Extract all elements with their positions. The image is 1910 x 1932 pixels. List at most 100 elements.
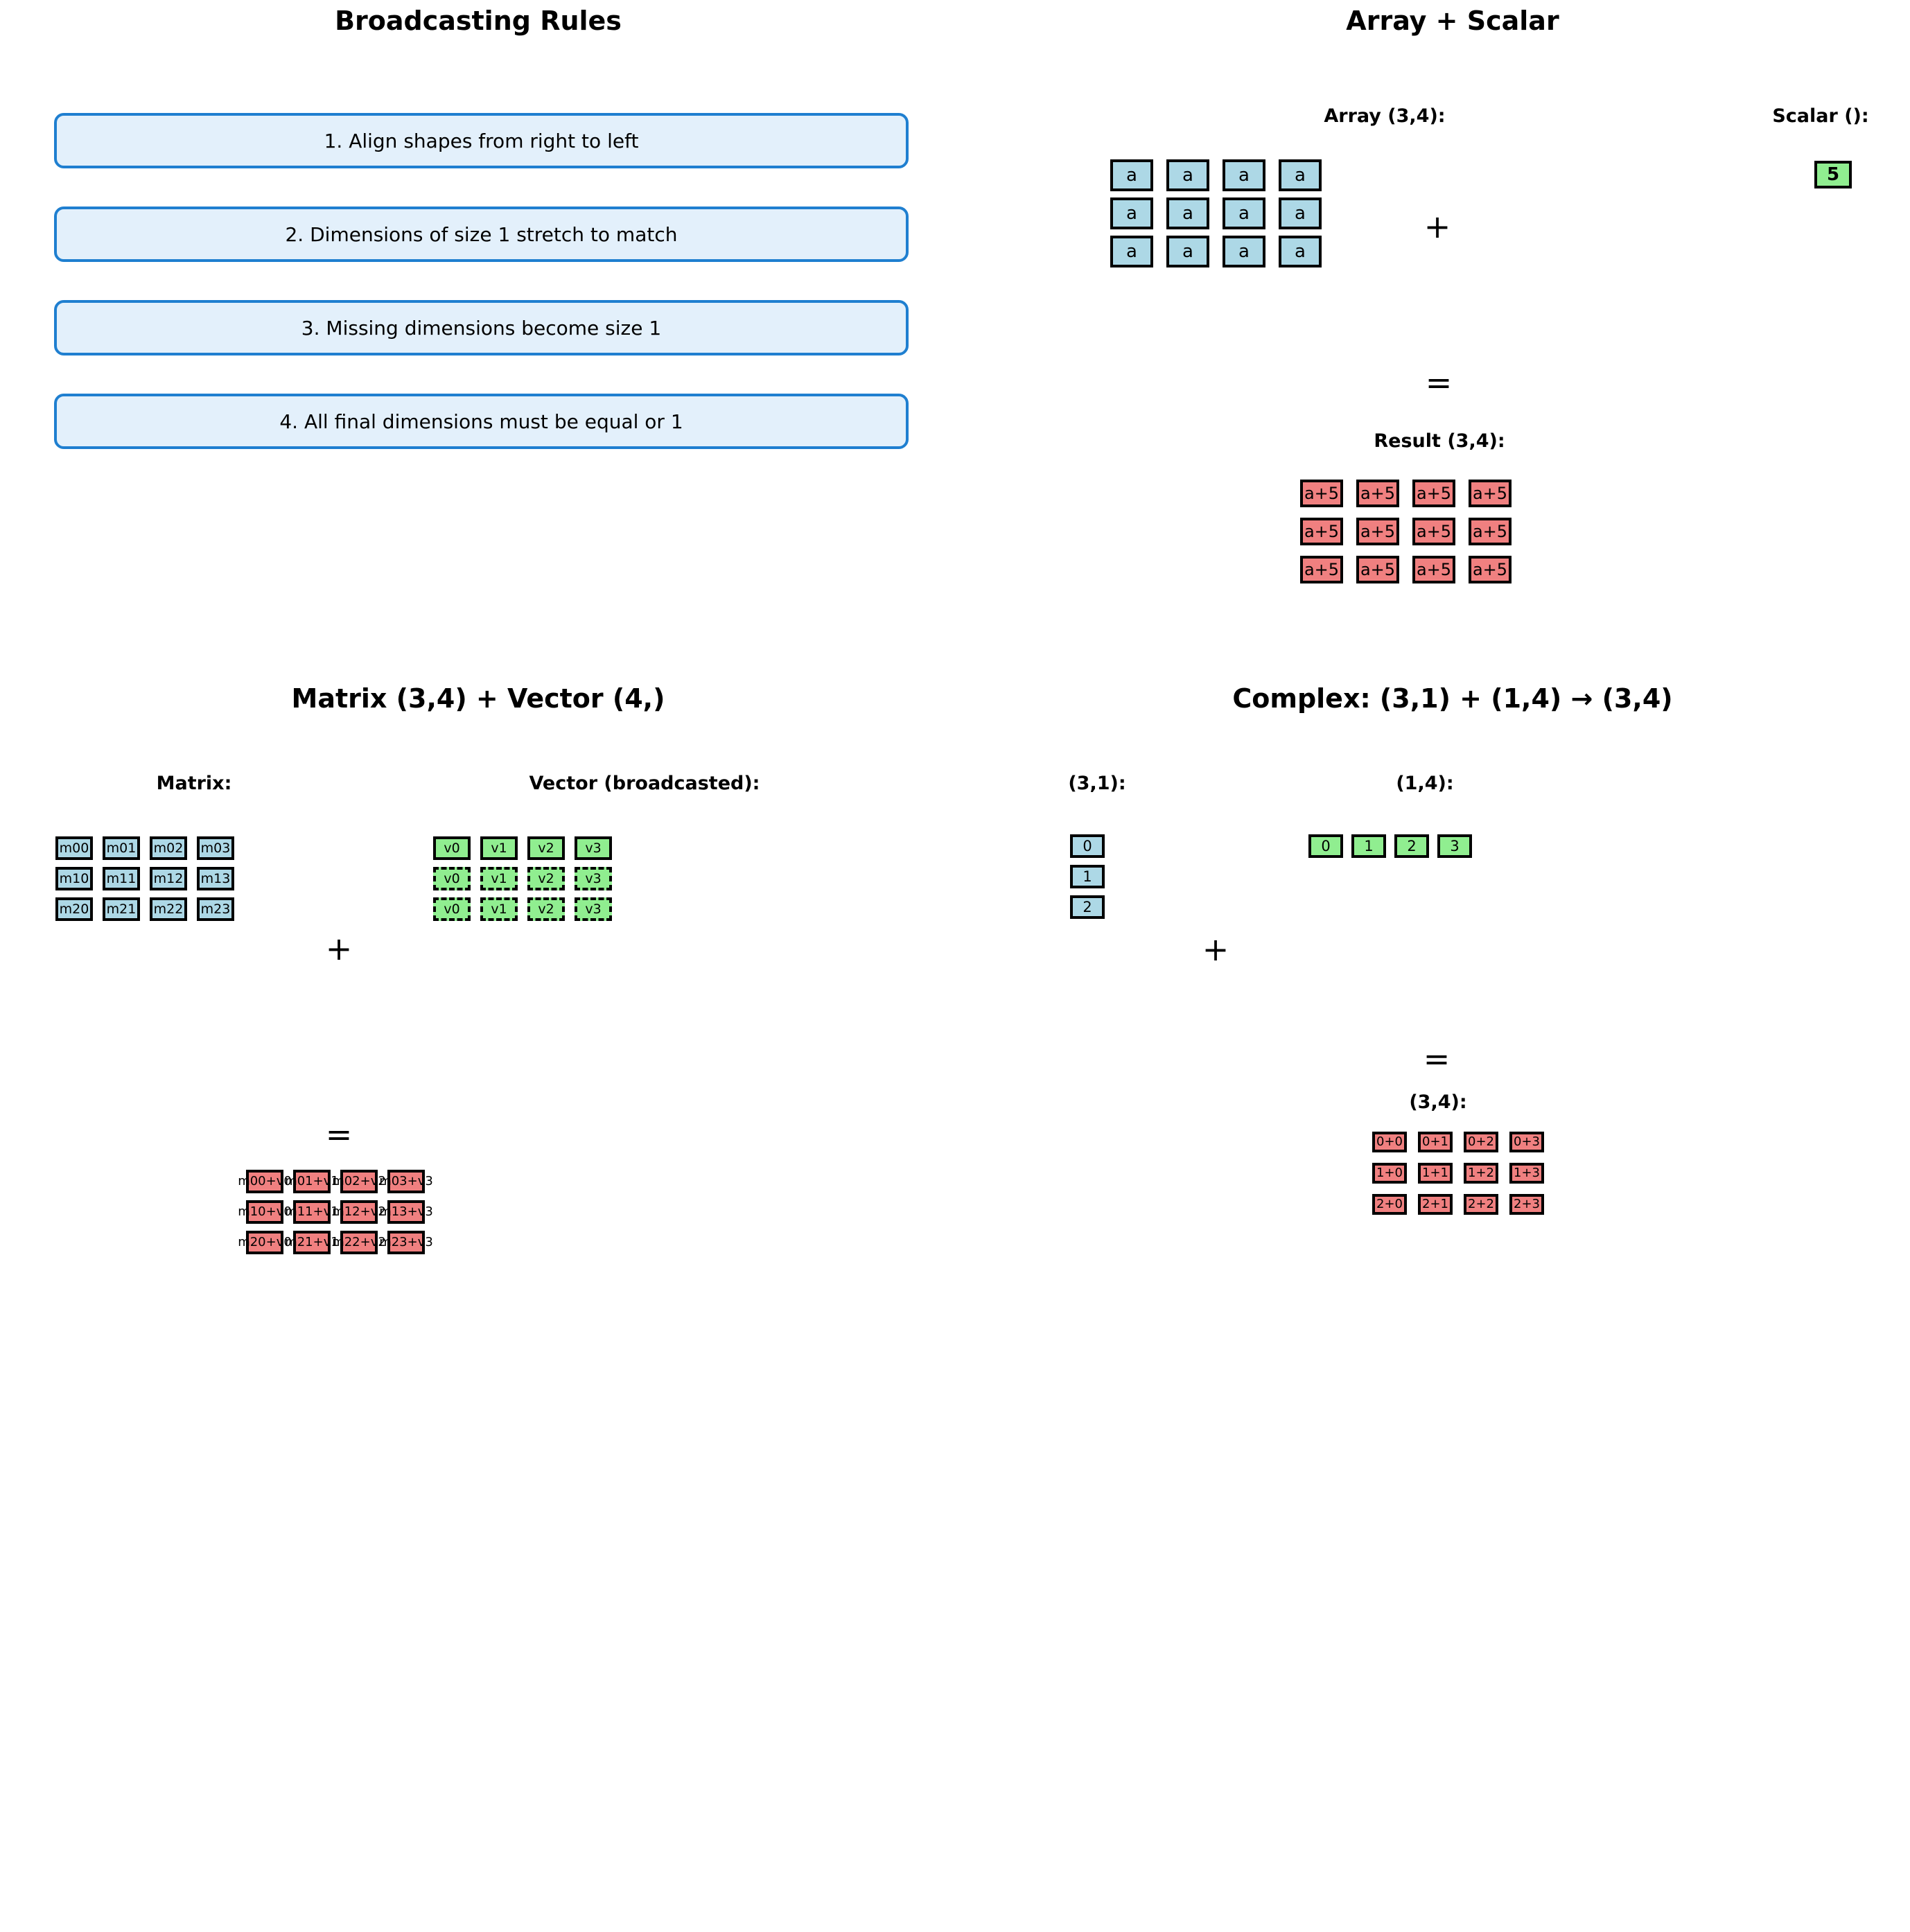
rule-box-2[interactable]: 2. Dimensions of size 1 stretch to match bbox=[54, 207, 909, 262]
label-result-shape: Result (3,4): bbox=[1374, 430, 1505, 452]
operator-plus-matrix-vector: + bbox=[325, 930, 353, 967]
result-cell: m21+v1 bbox=[285, 1231, 339, 1254]
panel-title-array-scalar: Array + Scalar bbox=[1346, 6, 1559, 36]
panel-title-broadcasting-rules: Broadcasting Rules bbox=[335, 6, 622, 36]
result-cell: m23+v3 bbox=[379, 1231, 433, 1254]
result-cell: a+5 bbox=[1412, 518, 1455, 545]
array-cell: a bbox=[1223, 159, 1265, 191]
vector-cell-broadcast: v1 bbox=[480, 897, 518, 921]
result-cell: m20+v0 bbox=[238, 1231, 292, 1254]
col-cell: 2 bbox=[1070, 895, 1105, 919]
matrix-cell: m11 bbox=[103, 867, 140, 890]
grid-result-3x4: a+5 a+5 a+5 a+5 a+5 a+5 a+5 a+5 a+5 a+5 … bbox=[1300, 480, 1529, 590]
label-array-shape: Array (3,4): bbox=[1324, 105, 1446, 127]
panel-complex-broadcast: Complex: (3,1) + (1,4) → (3,4) (3,1): (1… bbox=[955, 678, 1910, 1356]
rule-box-4[interactable]: 4. All final dimensions must be equal or… bbox=[54, 394, 909, 449]
result-cell: m11+v1 bbox=[285, 1200, 339, 1224]
scalar-cell: 5 bbox=[1814, 161, 1852, 188]
operator-equals-complex: = bbox=[1423, 1040, 1451, 1078]
result-cell: m13+v3 bbox=[379, 1200, 433, 1224]
grid-matrix-3x4: m00 m01 m02 m03 m10 m11 m12 m13 m20 m21 … bbox=[55, 836, 240, 921]
array-cell: a bbox=[1223, 236, 1265, 267]
grid-scalar: 5 bbox=[1814, 161, 1857, 193]
rule-box-1[interactable]: 1. Align shapes from right to left bbox=[54, 113, 909, 168]
result-cell: 1+0 bbox=[1372, 1163, 1407, 1184]
array-cell: a bbox=[1279, 236, 1322, 267]
result-cell: m00+v0 bbox=[238, 1170, 292, 1193]
array-cell: a bbox=[1279, 197, 1322, 229]
result-cell: a+5 bbox=[1356, 556, 1399, 583]
matrix-cell: m02 bbox=[150, 836, 187, 860]
panel-matrix-plus-vector: Matrix (3,4) + Vector (4,) Matrix: Vecto… bbox=[0, 678, 955, 1356]
operator-plus-array-scalar: + bbox=[1423, 208, 1451, 245]
matrix-cell: m22 bbox=[150, 897, 187, 921]
vector-cell-broadcast: v2 bbox=[527, 867, 565, 890]
label-shape-1-4: (1,4): bbox=[1396, 773, 1454, 794]
matrix-cell: m01 bbox=[103, 836, 140, 860]
rule-label-3: 3. Missing dimensions become size 1 bbox=[301, 316, 662, 340]
operator-plus-complex: + bbox=[1202, 931, 1229, 968]
grid-row-1x4: 0 1 2 3 bbox=[1308, 834, 1472, 858]
label-shape-3-1: (3,1): bbox=[1068, 773, 1126, 794]
result-cell: m01+v1 bbox=[285, 1170, 339, 1193]
result-cell: m03+v3 bbox=[379, 1170, 433, 1193]
vector-cell-broadcast: v3 bbox=[575, 897, 612, 921]
result-cell: a+5 bbox=[1469, 518, 1512, 545]
result-cell: m12+v2 bbox=[332, 1200, 386, 1224]
result-cell: m10+v0 bbox=[238, 1200, 292, 1224]
operator-equals-matrix-vector: = bbox=[325, 1116, 353, 1153]
row-cell: 0 bbox=[1308, 834, 1343, 858]
rule-label-1: 1. Align shapes from right to left bbox=[324, 129, 639, 152]
panel-array-plus-scalar: Array + Scalar Array (3,4): Scalar (): a… bbox=[955, 0, 1910, 678]
result-cell: 2+0 bbox=[1372, 1194, 1407, 1215]
vector-cell: v1 bbox=[480, 836, 518, 860]
result-cell: 0+2 bbox=[1464, 1132, 1498, 1152]
array-cell: a bbox=[1110, 159, 1153, 191]
result-cell: a+5 bbox=[1469, 556, 1512, 583]
rule-box-3[interactable]: 3. Missing dimensions become size 1 bbox=[54, 300, 909, 355]
grid-matrix-vector-result-3x4 bbox=[246, 1847, 430, 1932]
result-cell: 0+0 bbox=[1372, 1132, 1407, 1152]
grid-complex-result-3x4: 0+0 0+1 0+2 0+3 1+0 1+1 1+2 1+3 2+0 2+1 … bbox=[1372, 1132, 1544, 1215]
result-cell: a+5 bbox=[1412, 480, 1455, 507]
matrix-cell: m20 bbox=[55, 897, 93, 921]
operator-equals-array-scalar: = bbox=[1425, 364, 1453, 401]
vector-cell-broadcast: v3 bbox=[575, 867, 612, 890]
vector-cell-broadcast: v0 bbox=[433, 897, 471, 921]
result-cell: 2+1 bbox=[1418, 1194, 1453, 1215]
array-cell: a bbox=[1110, 197, 1153, 229]
matrix-cell: m23 bbox=[197, 897, 234, 921]
result-cell: 1+1 bbox=[1418, 1163, 1453, 1184]
result-cell: m02+v2 bbox=[332, 1170, 386, 1193]
matrix-cell: m13 bbox=[197, 867, 234, 890]
array-cell: a bbox=[1279, 159, 1322, 191]
matrix-cell: m03 bbox=[197, 836, 234, 860]
row-cell: 2 bbox=[1394, 834, 1429, 858]
panel-broadcasting-rules: Broadcasting Rules 1. Align shapes from … bbox=[0, 0, 955, 678]
result-cell: 1+3 bbox=[1509, 1163, 1544, 1184]
result-cell: a+5 bbox=[1469, 480, 1512, 507]
matrix-cell: m10 bbox=[55, 867, 93, 890]
label-vector-broadcasted: Vector (broadcasted): bbox=[529, 773, 760, 794]
matrix-cell: m00 bbox=[55, 836, 93, 860]
result-cell: 1+2 bbox=[1464, 1163, 1498, 1184]
col-cell: 1 bbox=[1070, 865, 1105, 888]
grid-matrix-vector-result: m00+v0 m01+v1 m02+v2 m03+v3 m10+v0 m11+v… bbox=[238, 1170, 433, 1254]
row-cell: 1 bbox=[1351, 834, 1386, 858]
array-cell: a bbox=[1223, 197, 1265, 229]
rule-label-2: 2. Dimensions of size 1 stretch to match bbox=[285, 222, 678, 246]
result-cell: a+5 bbox=[1356, 480, 1399, 507]
vector-cell: v0 bbox=[433, 836, 471, 860]
result-cell: 0+3 bbox=[1509, 1132, 1544, 1152]
grid-array-3x4: a a a a a a a a a a a a bbox=[1110, 159, 1339, 270]
label-matrix: Matrix: bbox=[156, 773, 232, 794]
array-cell: a bbox=[1110, 236, 1153, 267]
array-cell: a bbox=[1166, 159, 1209, 191]
vector-cell-broadcast: v2 bbox=[527, 897, 565, 921]
col-cell: 0 bbox=[1070, 834, 1105, 858]
label-shape-3-4-result: (3,4): bbox=[1409, 1091, 1467, 1113]
result-cell: a+5 bbox=[1300, 518, 1343, 545]
matrix-cell: m12 bbox=[150, 867, 187, 890]
rule-label-4: 4. All final dimensions must be equal or… bbox=[279, 410, 683, 433]
vector-cell-broadcast: v1 bbox=[480, 867, 518, 890]
